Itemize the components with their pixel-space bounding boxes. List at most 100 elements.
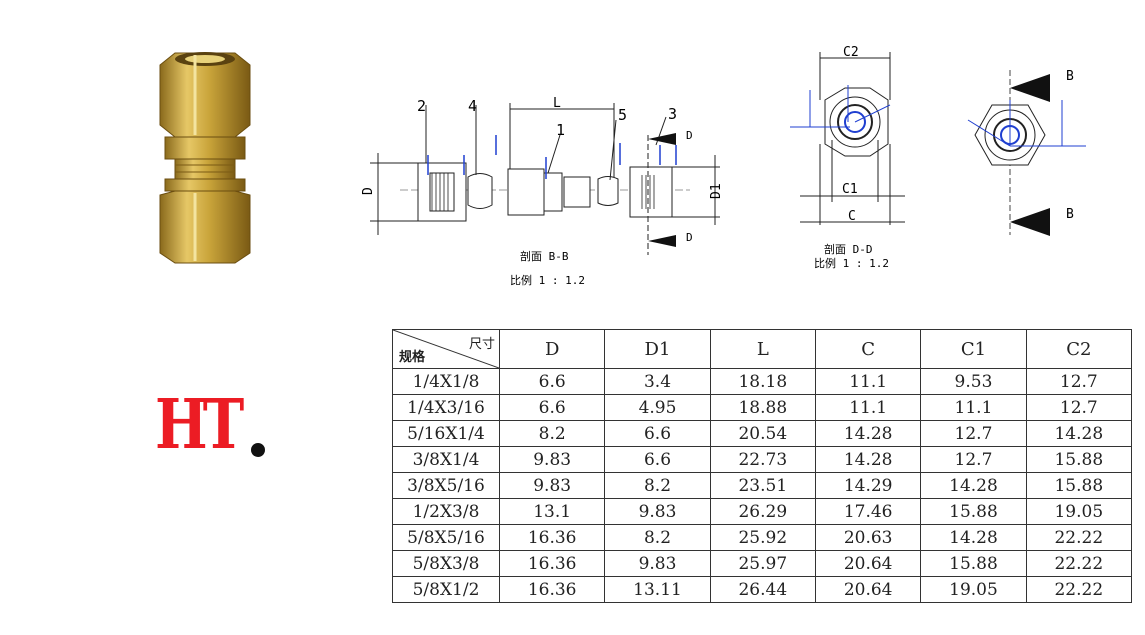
table-cell: 22.73 [709, 446, 816, 473]
brand-logo-text: HT [155, 385, 244, 465]
balloon-3: 3 [668, 105, 677, 123]
spec-size-cell: 5/8X3/8 [392, 550, 500, 577]
table-cell: 22.22 [1025, 576, 1133, 603]
balloon-2: 2 [417, 97, 426, 115]
brand-logo-dot [251, 443, 265, 457]
table-cell: 9.83 [604, 498, 711, 525]
table-cell: 8.2 [604, 524, 711, 551]
table-cell: 14.28 [920, 524, 1027, 551]
corner-spec-label: 规格 [399, 350, 426, 365]
section-bb-scale: 比例 1 : 1.2 [510, 273, 585, 287]
section-bb-drawing: 2 4 1 5 3 L D D1 D D 剖面 B-B 比例 1 : 1.2 [360, 95, 740, 295]
table-cell: 8.2 [498, 420, 606, 447]
table-cell: 14.28 [920, 472, 1027, 499]
table-cell: 19.05 [920, 576, 1027, 603]
dim-d-label: D [361, 187, 376, 195]
table-header: D1 [604, 329, 711, 369]
table-cell: 20.54 [709, 420, 816, 447]
table-cell: 9.83 [498, 446, 606, 473]
spec-size-cell: 1/4X1/8 [392, 368, 500, 395]
table-cell: 17.46 [814, 498, 922, 525]
spec-size-cell: 1/4X3/16 [392, 394, 500, 421]
table-header: L [709, 329, 816, 369]
table-cell: 16.36 [498, 524, 606, 551]
table-cell: 15.88 [920, 550, 1027, 577]
table-cell: 20.64 [814, 550, 922, 577]
table-cell: 9.83 [498, 472, 606, 499]
table-cell: 22.22 [1025, 550, 1133, 577]
table-header: C2 [1025, 329, 1133, 369]
table-cell: 19.05 [1025, 498, 1133, 525]
table-header: D [498, 329, 606, 369]
table-cell: 26.44 [709, 576, 816, 603]
table-cell: 6.6 [498, 368, 606, 395]
table-cell: 12.7 [920, 446, 1027, 473]
spec-size-cell: 5/8X1/2 [392, 576, 500, 603]
balloon-5: 5 [618, 106, 627, 124]
spec-size-cell: 3/8X1/4 [392, 446, 500, 473]
table-cell: 9.53 [920, 368, 1027, 395]
dim-d1-label: D1 [709, 183, 724, 199]
spec-size-cell: 5/16X1/4 [392, 420, 500, 447]
table-cell: 18.88 [709, 394, 816, 421]
dim-c1-label: C1 [842, 182, 858, 197]
table-cell: 13.11 [604, 576, 711, 603]
table-cell: 16.36 [498, 550, 606, 577]
table-cell: 11.1 [814, 394, 922, 421]
table-header: C1 [920, 329, 1027, 369]
table-corner-cell: 尺寸 规格 [392, 329, 500, 369]
table-cell: 18.18 [709, 368, 816, 395]
table-cell: 22.22 [1025, 524, 1133, 551]
table-cell: 6.6 [604, 420, 711, 447]
table-cell: 15.88 [1025, 472, 1133, 499]
section-dd-scale: 比例 1 : 1.2 [814, 256, 889, 270]
table-cell: 15.88 [920, 498, 1027, 525]
table-cell: 6.6 [604, 446, 711, 473]
section-bb-caption: 剖面 B-B [520, 249, 569, 263]
table-cell: 14.28 [814, 420, 922, 447]
table-cell: 4.95 [604, 394, 711, 421]
product-photo [150, 45, 260, 270]
balloon-4: 4 [468, 97, 477, 115]
table-cell: 11.1 [814, 368, 922, 395]
section-d-top: D [686, 129, 693, 142]
table-cell: 14.28 [814, 446, 922, 473]
table-cell: 14.28 [1025, 420, 1133, 447]
spec-size-cell: 1/2X3/8 [392, 498, 500, 525]
table-cell: 15.88 [1025, 446, 1133, 473]
table-cell: 8.2 [604, 472, 711, 499]
table-cell: 6.6 [498, 394, 606, 421]
table-cell: 26.29 [709, 498, 816, 525]
section-b-bottom: B [1066, 207, 1074, 222]
section-d-bottom: D [686, 231, 693, 244]
section-dd-drawing: C2 C1 C 剖面 D-D 比例 1 : 1.2 [780, 40, 920, 275]
balloon-1: 1 [556, 121, 565, 139]
table-cell: 23.51 [709, 472, 816, 499]
table-cell: 3.4 [604, 368, 711, 395]
table-cell: 20.64 [814, 576, 922, 603]
section-dd-caption: 剖面 D-D [824, 242, 873, 256]
corner-dimension-label: 尺寸 [468, 337, 495, 352]
section-b-top: B [1066, 69, 1074, 84]
dim-c-label: C [848, 209, 856, 224]
table-cell: 9.83 [604, 550, 711, 577]
table-cell: 13.1 [498, 498, 606, 525]
table-cell: 16.36 [498, 576, 606, 603]
end-view-drawing: B B [950, 60, 1090, 240]
dim-c2-label: C2 [843, 45, 859, 60]
table-header-row: 尺寸 规格 D D1 L C C1 C2 [392, 329, 1133, 369]
spec-size-cell: 3/8X5/16 [392, 472, 500, 499]
table-cell: 12.7 [1025, 394, 1133, 421]
dim-l-label: L [553, 96, 561, 111]
table-cell: 20.63 [814, 524, 922, 551]
spec-size-cell: 5/8X5/16 [392, 524, 500, 551]
table-cell: 12.7 [1025, 368, 1133, 395]
